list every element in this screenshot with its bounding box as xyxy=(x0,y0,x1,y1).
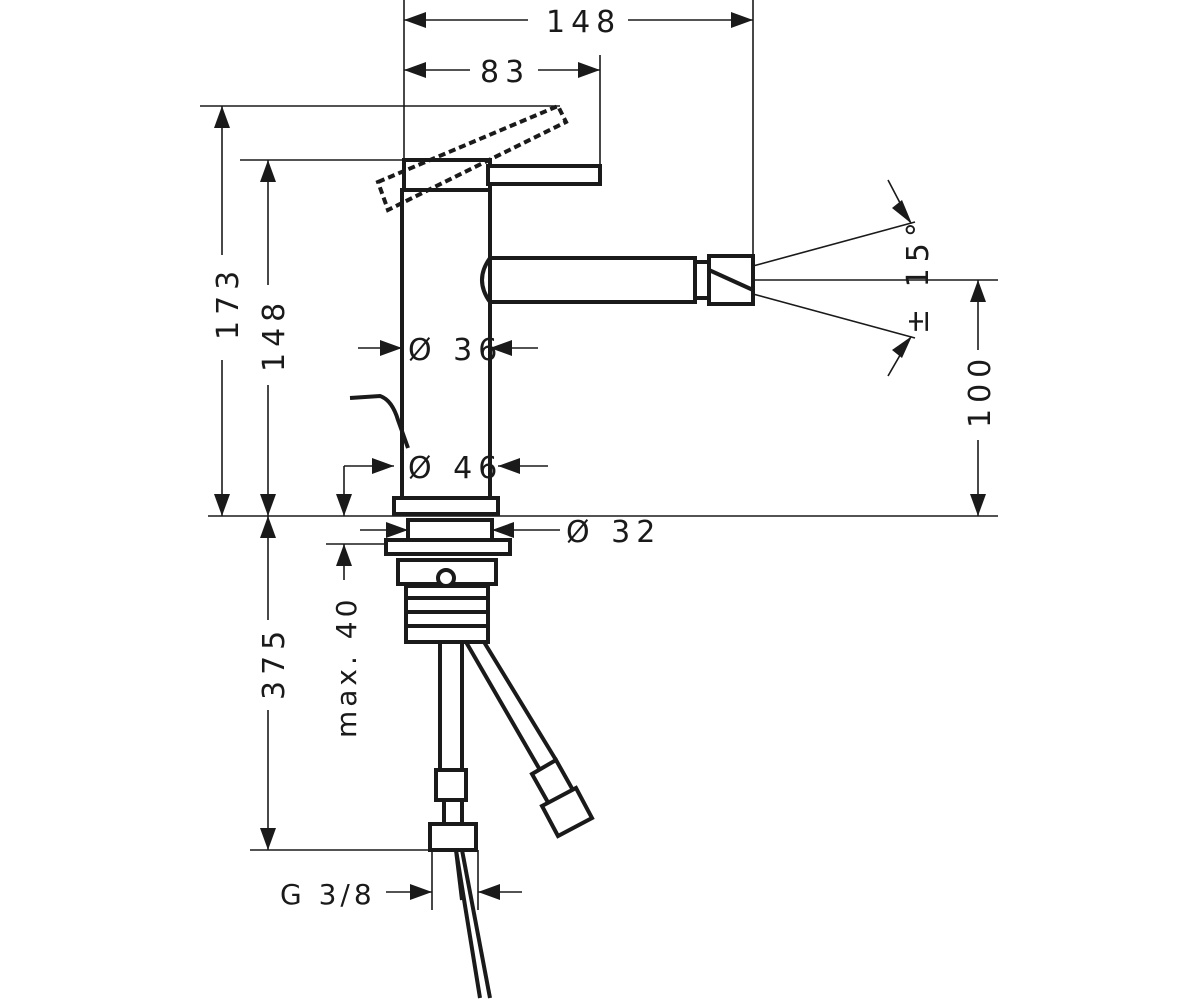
dimension-lines xyxy=(200,0,998,910)
base-diameter-label: Ø 46 xyxy=(408,451,503,486)
counter-thickness-label: max. 40 xyxy=(330,596,363,738)
shank-diameter-label: Ø 32 xyxy=(566,515,661,550)
dimension-labels: 148 83 173 148 Ø 36 Ø 46 Ø 32 ± 15° 100 … xyxy=(211,5,998,911)
total-height-label: 173 xyxy=(211,265,246,340)
spout-height-label: 100 xyxy=(963,353,998,428)
overall-width-label: 148 xyxy=(546,5,621,40)
faucet-body xyxy=(349,103,755,999)
spout-diameter-label: Ø 36 xyxy=(408,333,503,368)
lever-reach-label: 83 xyxy=(480,55,530,90)
connection-label: G 3/8 xyxy=(280,878,376,911)
hose-length-label: 375 xyxy=(257,625,292,700)
body-height-label: 148 xyxy=(257,297,292,372)
lever-open-position xyxy=(375,103,569,213)
spout-angle-label: ± 15° xyxy=(901,216,936,334)
